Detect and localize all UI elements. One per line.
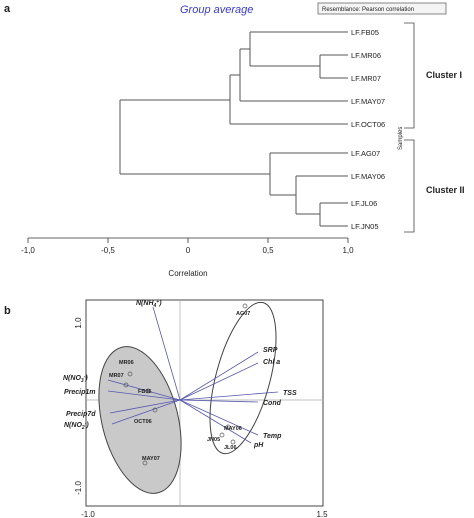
env-label-ph: pH bbox=[253, 442, 264, 449]
cluster-1-label: Cluster I bbox=[426, 70, 462, 80]
leaf-label: LF.MR06 bbox=[351, 51, 381, 60]
site-label: FB05 bbox=[138, 389, 151, 395]
site-label: JN05 bbox=[207, 437, 220, 443]
leaf-label: LF.FB05 bbox=[351, 28, 379, 37]
correlation-axis-label: Correlation bbox=[168, 269, 207, 278]
samples-label: Samples bbox=[398, 127, 404, 150]
env-label-nh4: N(NH4+) bbox=[136, 299, 162, 309]
site-label: JL06 bbox=[224, 445, 237, 451]
site-label: OCT06 bbox=[134, 419, 152, 425]
leaf-label: LF.AG07 bbox=[351, 149, 380, 158]
x-tick-label: 1,0 bbox=[342, 246, 354, 255]
env-label-no2: N(NO2-) bbox=[64, 421, 89, 431]
leaf-label: LF.JL06 bbox=[351, 199, 377, 208]
y-tick-label: 1.0 bbox=[74, 317, 83, 329]
environmental-vectors bbox=[107, 306, 279, 444]
site-label: MR07 bbox=[109, 373, 124, 379]
leaf-label: LF.MR07 bbox=[351, 74, 381, 83]
biplot-frame bbox=[85, 299, 324, 507]
leaf-label: LF.MAY06 bbox=[351, 172, 385, 181]
x-tick-label: 0 bbox=[186, 246, 191, 255]
cluster-2-ellipse bbox=[209, 301, 277, 455]
leaf-label: LF.JN05 bbox=[351, 222, 379, 231]
env-label-srp: SRP bbox=[263, 347, 278, 354]
site-label: MR06 bbox=[119, 360, 134, 366]
dendrogram-tree bbox=[119, 31, 348, 227]
x-tick-label: -1,0 bbox=[21, 246, 35, 255]
env-label-tss: TSS bbox=[283, 390, 297, 397]
dendrogram-title: Group average bbox=[180, 4, 253, 16]
correlation-axis bbox=[27, 237, 349, 243]
env-label-temp: Temp bbox=[263, 433, 282, 440]
env-label-precip1m: Precip1m bbox=[64, 389, 96, 396]
site-label: MAY06 bbox=[224, 426, 242, 432]
x-tick-label: 0,5 bbox=[262, 246, 274, 255]
env-label-cond: Cond bbox=[263, 400, 282, 407]
y-tick-label: -1.0 bbox=[74, 481, 83, 495]
site-label: MAY07 bbox=[142, 456, 160, 462]
cluster-1-bracket bbox=[404, 22, 415, 129]
panel-a-label: a bbox=[4, 3, 11, 15]
cluster-2-bracket bbox=[404, 139, 415, 233]
site-label: AG07 bbox=[236, 311, 250, 317]
resemblance-legend-box bbox=[317, 2, 447, 15]
env-label-no3: N(NO3-) bbox=[63, 374, 88, 384]
env-label-chla: Chl a bbox=[263, 359, 280, 366]
x-tick-label: -1.0 bbox=[81, 510, 95, 518]
x-tick-label: 1.5 bbox=[316, 510, 328, 518]
resemblance-legend-text: Resemblance: Pearson correlation bbox=[322, 7, 414, 13]
leaf-label: LF.OCT06 bbox=[351, 120, 385, 129]
env-label-precip7d: Precip7d bbox=[66, 411, 96, 418]
panel-b-label: b bbox=[4, 305, 11, 317]
leaf-label: LF.MAY07 bbox=[351, 97, 385, 106]
site-points bbox=[123, 303, 248, 466]
x-tick-label: -0,5 bbox=[101, 246, 115, 255]
cluster-2-label: Cluster II bbox=[426, 185, 465, 195]
